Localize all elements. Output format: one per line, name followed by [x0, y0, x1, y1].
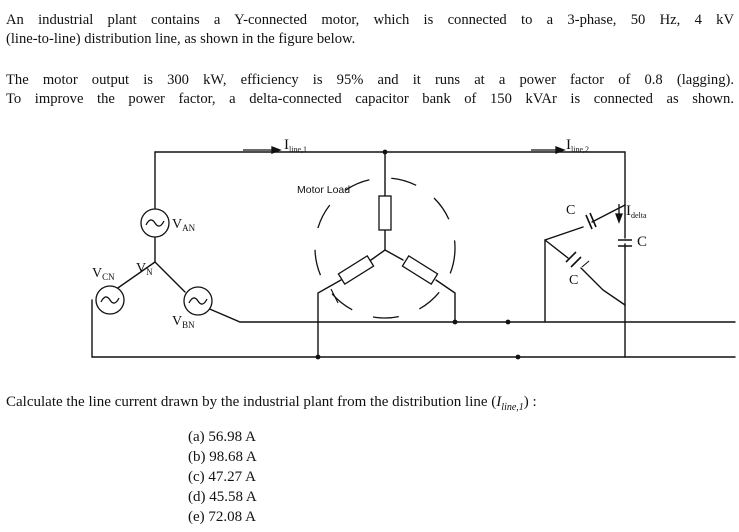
option-a[interactable]: (a) 56.98 A — [188, 429, 256, 445]
question: Calculate the line current drawn by the … — [6, 393, 734, 417]
motor-phase-b — [317, 249, 386, 358]
line-b-wire — [204, 306, 736, 323]
label-iline2: Iline,2 — [566, 137, 589, 154]
intro-line-1: An industrial plant contains a Y-connect… — [6, 12, 734, 28]
node-a — [382, 149, 388, 155]
label-cap-1: C — [566, 203, 575, 218]
circuit-diagram: Iline,1 Iline,2 Motor Load VAN VN VCN VB… — [91, 137, 736, 360]
node-motor-b — [452, 319, 458, 325]
capacitor-1-icon — [585, 212, 597, 230]
motor-impedance-a — [378, 195, 392, 231]
label-idelta: Idelta — [626, 203, 647, 220]
label-cap-3: C — [637, 234, 647, 250]
cap-branch-2 — [544, 239, 626, 307]
tick-mark-c — [581, 260, 590, 268]
cap-branch-1 — [544, 204, 626, 323]
question-text: Calculate the line current drawn by the … — [6, 393, 734, 417]
sine-vbn-icon — [188, 297, 208, 305]
arrow-iline1-icon — [271, 146, 282, 154]
arrow-idelta-icon — [615, 213, 623, 224]
option-c[interactable]: (c) 47.27 A — [188, 469, 256, 485]
question-variable: I — [496, 394, 502, 410]
arrow-iline2-icon — [555, 146, 566, 154]
label-vbn: VBN — [172, 314, 195, 330]
node-line-b — [505, 319, 511, 325]
sine-vcn-icon — [100, 296, 120, 304]
intro-line-2: (line-to-line) distribution line, as sho… — [6, 31, 356, 47]
motor-impedance-b — [337, 255, 375, 285]
label-iline1: Iline,1 — [284, 137, 307, 154]
option-e[interactable]: (e) 72.08 A — [188, 509, 256, 525]
detail-line-2: To improve the power factor, a delta-con… — [6, 91, 734, 107]
neutral-wires — [114, 261, 186, 293]
option-b[interactable]: (b) 98.68 A — [188, 449, 257, 465]
answer-options: (a) 56.98 A (b) 98.68 A (c) 47.27 A (d) … — [188, 427, 257, 527]
label-motor-load: Motor Load — [297, 184, 350, 196]
capacitor-2-icon — [565, 251, 582, 268]
label-vn: VN — [136, 261, 153, 277]
line-c-wire — [91, 299, 736, 358]
question-suffix: ) : — [523, 394, 537, 410]
motor-load-boundary — [314, 177, 456, 319]
node-motor-c — [315, 354, 321, 360]
label-cap-2: C — [569, 273, 578, 288]
detail-line-1: The motor output is 300 kW, efficiency i… — [6, 72, 734, 88]
tick-mark-b — [330, 288, 339, 304]
problem-details: The motor output is 300 kW, efficiency i… — [6, 71, 734, 109]
sine-van-icon — [145, 219, 165, 227]
node-line-c — [515, 354, 521, 360]
node-dots — [315, 149, 521, 360]
problem-intro: An industrial plant contains a Y-connect… — [6, 11, 734, 49]
line-a-wire — [154, 151, 626, 206]
motor-phase-c — [384, 249, 456, 323]
option-d[interactable]: (d) 45.58 A — [188, 489, 257, 505]
capacitor-3-icon — [618, 239, 632, 247]
question-prefix: Calculate the line current drawn by the … — [6, 394, 497, 410]
label-van: VAN — [172, 217, 196, 233]
motor-impedance-c — [401, 255, 439, 285]
question-variable-sub: line,1 — [501, 402, 524, 413]
label-vcn: VCN — [92, 266, 115, 282]
